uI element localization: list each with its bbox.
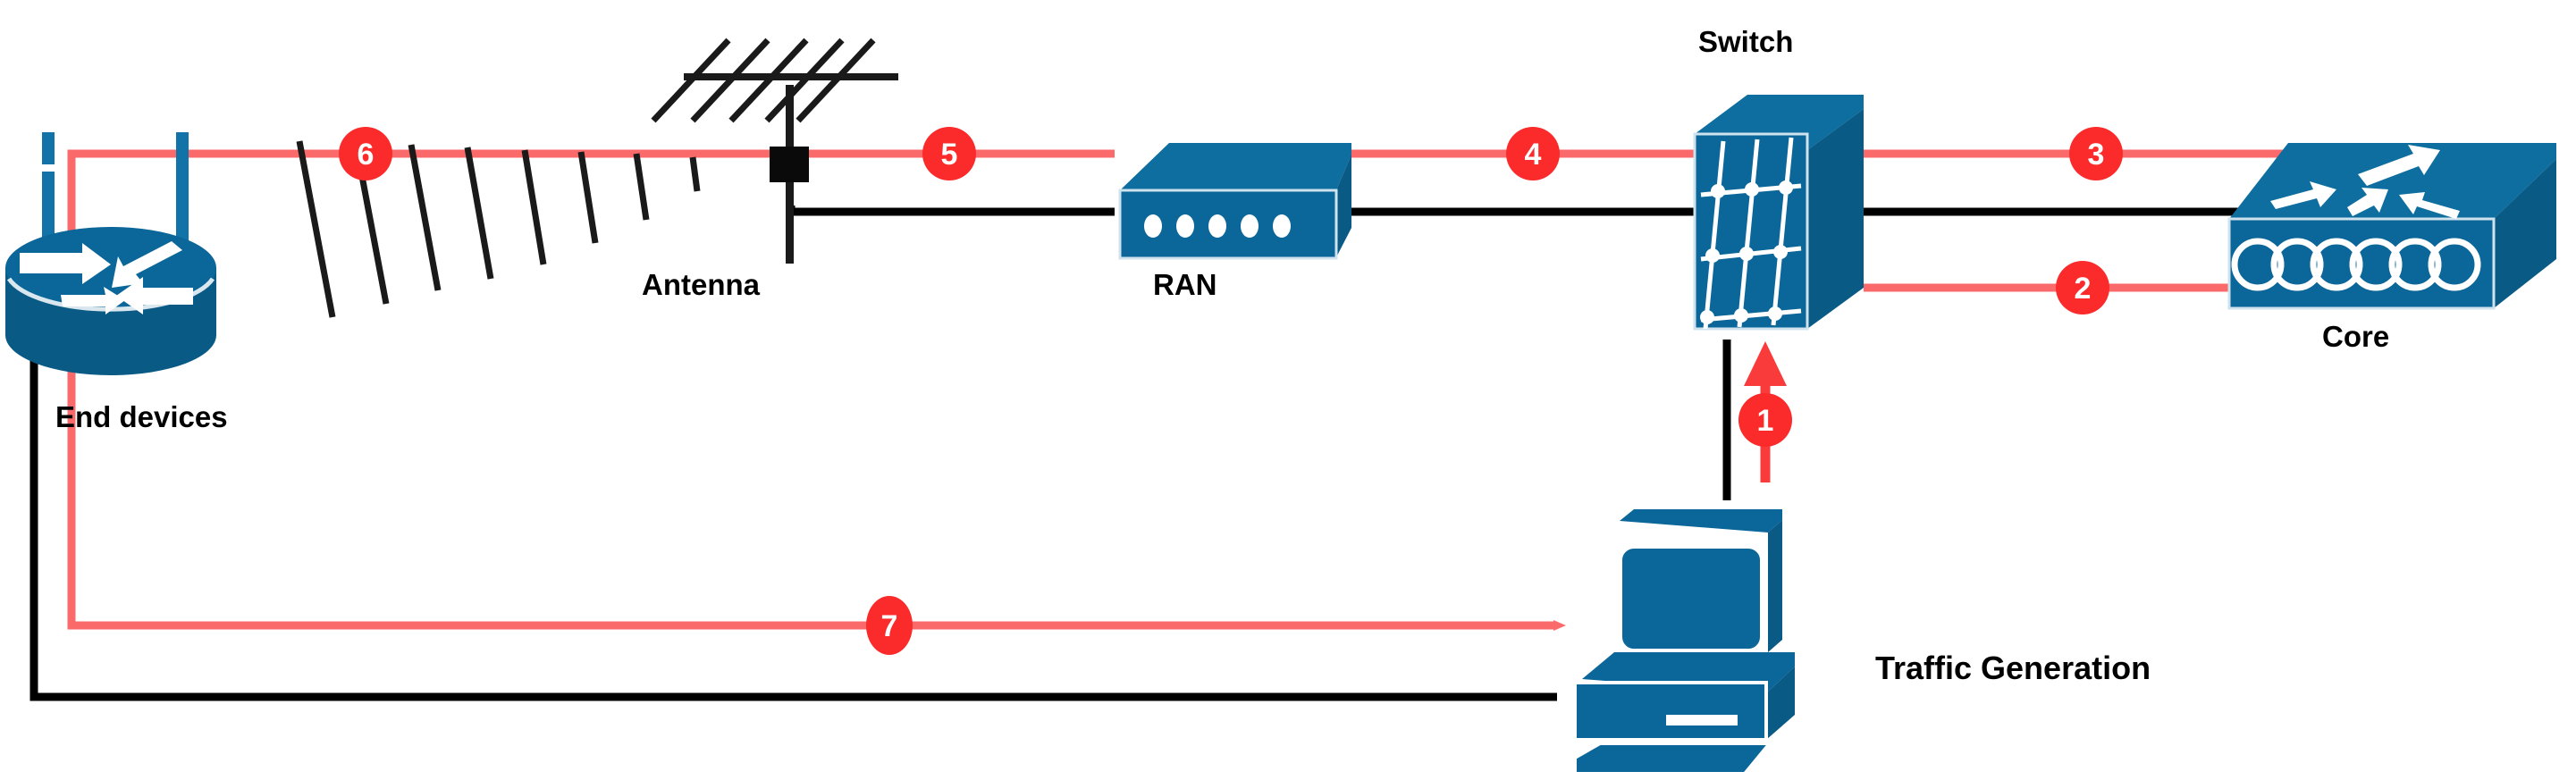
badge-6-label: 6 bbox=[358, 138, 375, 172]
label-core: Core bbox=[2322, 320, 2389, 353]
badge-7-ellipse bbox=[866, 596, 913, 655]
pc-base-side bbox=[1766, 667, 1795, 740]
badge-7[interactable]: 7 bbox=[866, 596, 913, 655]
switch-mesh-nodes bbox=[1700, 180, 1793, 324]
badge-4-label: 4 bbox=[1525, 138, 1542, 172]
ran-box-icon[interactable] bbox=[1118, 143, 1351, 260]
badge-1-circle bbox=[1738, 393, 1792, 447]
desktop-pc-icon[interactable] bbox=[1573, 509, 1795, 776]
switch-cube-icon[interactable] bbox=[1693, 95, 1864, 331]
pc-keyboard bbox=[1573, 742, 1774, 776]
badge-4-circle bbox=[1506, 127, 1560, 180]
badge-3-circle bbox=[2069, 127, 2123, 180]
black-link-enddevices-to-trafficgen bbox=[29, 295, 1557, 701]
switch-cube-side bbox=[1807, 109, 1864, 329]
red-arrowhead-up-icon bbox=[1744, 341, 1787, 386]
ran-box-top bbox=[1120, 143, 1351, 190]
label-antenna: Antenna bbox=[642, 268, 761, 301]
core-circles-icon bbox=[2231, 238, 2481, 291]
pc-monitor-side bbox=[1768, 520, 1782, 652]
badge-1-label: 1 bbox=[1757, 404, 1774, 438]
badge-2-label: 2 bbox=[2075, 272, 2092, 306]
ran-box-side bbox=[1336, 155, 1351, 257]
ran-led-dots-icon bbox=[1144, 214, 1291, 238]
badge-5[interactable]: 5 bbox=[922, 127, 976, 180]
badge-5-label: 5 bbox=[941, 138, 958, 172]
step-badges: 1 2 3 4 5 6 7 bbox=[339, 127, 2123, 655]
label-end-devices: End devices bbox=[55, 400, 228, 433]
badge-3-label: 3 bbox=[2088, 138, 2105, 172]
label-traffic-generation: Traffic Generation bbox=[1875, 650, 2151, 686]
router-icon[interactable] bbox=[5, 132, 216, 375]
pc-drive-slot bbox=[1666, 715, 1738, 725]
badge-3[interactable]: 3 bbox=[2069, 127, 2123, 180]
pc-screen bbox=[1617, 543, 1765, 654]
core-box-top bbox=[2229, 143, 2556, 219]
label-ran: RAN bbox=[1153, 268, 1217, 301]
badge-1[interactable]: 1 bbox=[1738, 393, 1792, 447]
red-link-wireless-to-ran bbox=[67, 149, 1115, 255]
core-top-arrows-icon bbox=[2270, 145, 2460, 219]
antenna-elements bbox=[651, 38, 876, 123]
badge-6[interactable]: 6 bbox=[339, 127, 392, 180]
badge-6-circle bbox=[339, 127, 392, 180]
badge-5-circle bbox=[922, 127, 976, 180]
badge-7-label: 7 bbox=[881, 609, 898, 643]
badge-2[interactable]: 2 bbox=[2056, 261, 2109, 315]
core-box-side bbox=[2494, 159, 2556, 308]
antenna-base-block bbox=[770, 147, 809, 182]
label-switch: Switch bbox=[1698, 25, 1793, 58]
red-link-enddevices-to-trafficgen bbox=[67, 255, 1566, 631]
pc-base-front bbox=[1573, 681, 1768, 742]
badge-4[interactable]: 4 bbox=[1506, 127, 1560, 180]
antenna-boom bbox=[684, 73, 898, 80]
router-arrows-icon bbox=[20, 241, 193, 315]
pc-monitor-top bbox=[1620, 509, 1782, 533]
black-link-paths bbox=[29, 205, 2286, 701]
antenna-icon[interactable] bbox=[651, 38, 898, 264]
badge-2-circle bbox=[2056, 261, 2109, 315]
core-box-icon[interactable] bbox=[2227, 143, 2556, 310]
